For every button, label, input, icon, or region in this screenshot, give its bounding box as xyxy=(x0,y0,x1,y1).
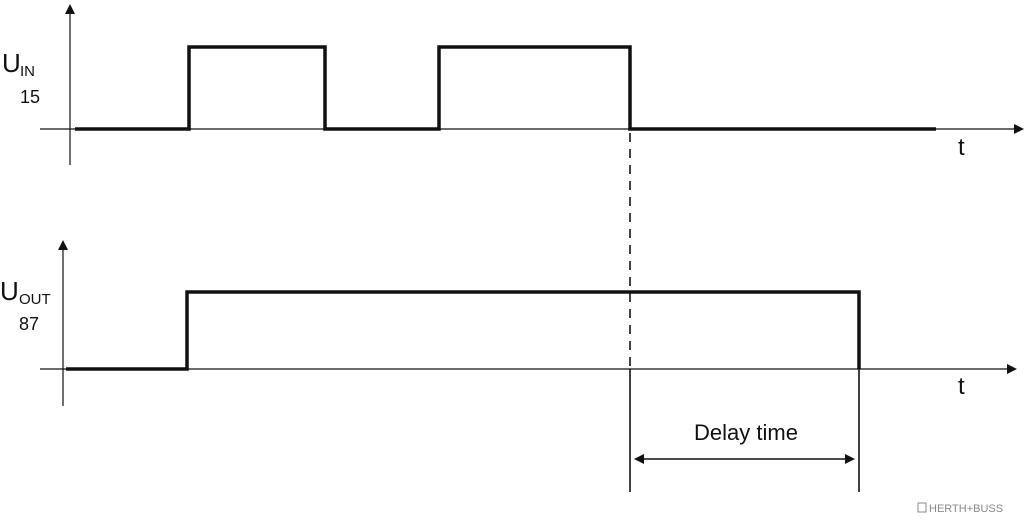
delay-time-label: Delay time xyxy=(694,420,798,445)
top-graph: U IN 15 t xyxy=(2,4,1024,165)
top-label-u: U xyxy=(2,48,21,78)
bottom-label-num: 87 xyxy=(19,314,39,334)
top-label-num: 15 xyxy=(20,87,40,107)
input-signal-trace xyxy=(75,45,936,131)
bottom-axis-t-label: t xyxy=(958,373,965,400)
bottom-label-u: U xyxy=(0,276,19,306)
bottom-label-sub: OUT xyxy=(19,291,51,308)
top-axis-t-label: t xyxy=(958,134,965,161)
delay-time-dimension: Delay time xyxy=(629,369,860,492)
watermark: HERTH+BUSS xyxy=(917,502,1003,515)
top-label-sub: IN xyxy=(20,63,35,80)
bottom-graph: U OUT 87 t xyxy=(0,240,1017,406)
watermark-logo-icon xyxy=(917,502,927,513)
output-signal-trace xyxy=(66,290,861,371)
watermark-text: HERTH+BUSS xyxy=(929,503,1003,515)
